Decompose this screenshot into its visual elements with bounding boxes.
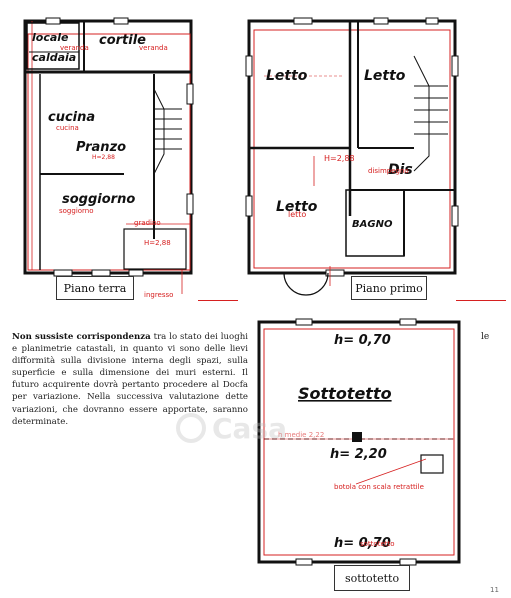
stray-word: le — [481, 332, 490, 342]
ground-height-label: H=2,88 — [144, 239, 171, 247]
pranzo-height-label: H=2,88 — [92, 154, 115, 161]
attic-height-bottom-label: h= 0,70 — [334, 536, 391, 551]
locale-caldaia-label-line1: locale — [32, 31, 69, 44]
letto-1-label: Letto — [266, 68, 308, 84]
watermark-logo-icon — [176, 413, 206, 443]
red-guide-line-2 — [456, 300, 506, 301]
sottotetto-label: Sottotetto — [298, 384, 392, 403]
attic-height-top-label: h= 0,70 — [334, 333, 391, 348]
description-paragraph: Non sussiste corrispondenza tra lo stato… — [12, 331, 248, 428]
letto-3-red-label: letto — [288, 210, 306, 219]
dis-label: Dis — [388, 162, 413, 178]
sottotetto-red-label: sottotetto — [360, 540, 395, 548]
attic-height-mid-label: h= 2,20 — [330, 447, 387, 462]
cucina-red-label: cucina — [56, 124, 79, 132]
bagno-label: BAGNO — [352, 219, 393, 230]
veranda-label-1: veranda — [60, 44, 89, 52]
soggiorno-label: soggiorno — [62, 192, 135, 207]
letto-3-label: Letto — [276, 199, 318, 215]
ingresso-label: ingresso — [144, 291, 173, 299]
veranda-label-2: veranda — [139, 44, 168, 52]
first-floor-plan: Letto Letto Letto letto H=2,88 Dis disim… — [245, 17, 459, 296]
cucina-label: cucina — [48, 110, 95, 125]
description-body: tra lo stato dei luoghi e planimetrie ca… — [12, 332, 248, 427]
ground-floor-plan: locale caldaia cortile veranda veranda c… — [23, 17, 194, 299]
attic-dimension-label: h medie 2,22 — [278, 431, 324, 439]
watermark-text: Casa — [212, 411, 288, 445]
page-number: 11 — [490, 586, 499, 594]
cortile-label: cortile — [99, 33, 146, 48]
red-guide-line-1 — [198, 300, 238, 301]
ground-floor-caption: Piano terra — [56, 276, 134, 300]
attic-plan: h= 0,70 Sottotetto h medie 2,22 h= 2,20 … — [257, 318, 461, 566]
watermark: Casa — [176, 406, 296, 450]
soggiorno-red-label: soggiorno — [59, 207, 94, 215]
description-lead: Non sussiste corrispondenza — [12, 332, 151, 342]
letto-2-label: Letto — [364, 68, 406, 84]
pranzo-label: Pranzo — [76, 140, 126, 155]
botola-label: botola con scala retrattile — [334, 483, 424, 491]
disimpegno-red-label: disimpegno — [368, 167, 409, 175]
locale-caldaia-label-line2: caldaia — [32, 51, 76, 64]
first-height-label: H=2,88 — [324, 154, 355, 163]
gradino-label: gradino — [134, 219, 161, 227]
attic-caption: sottotetto — [334, 565, 410, 591]
first-floor-caption: Piano primo — [351, 276, 427, 300]
